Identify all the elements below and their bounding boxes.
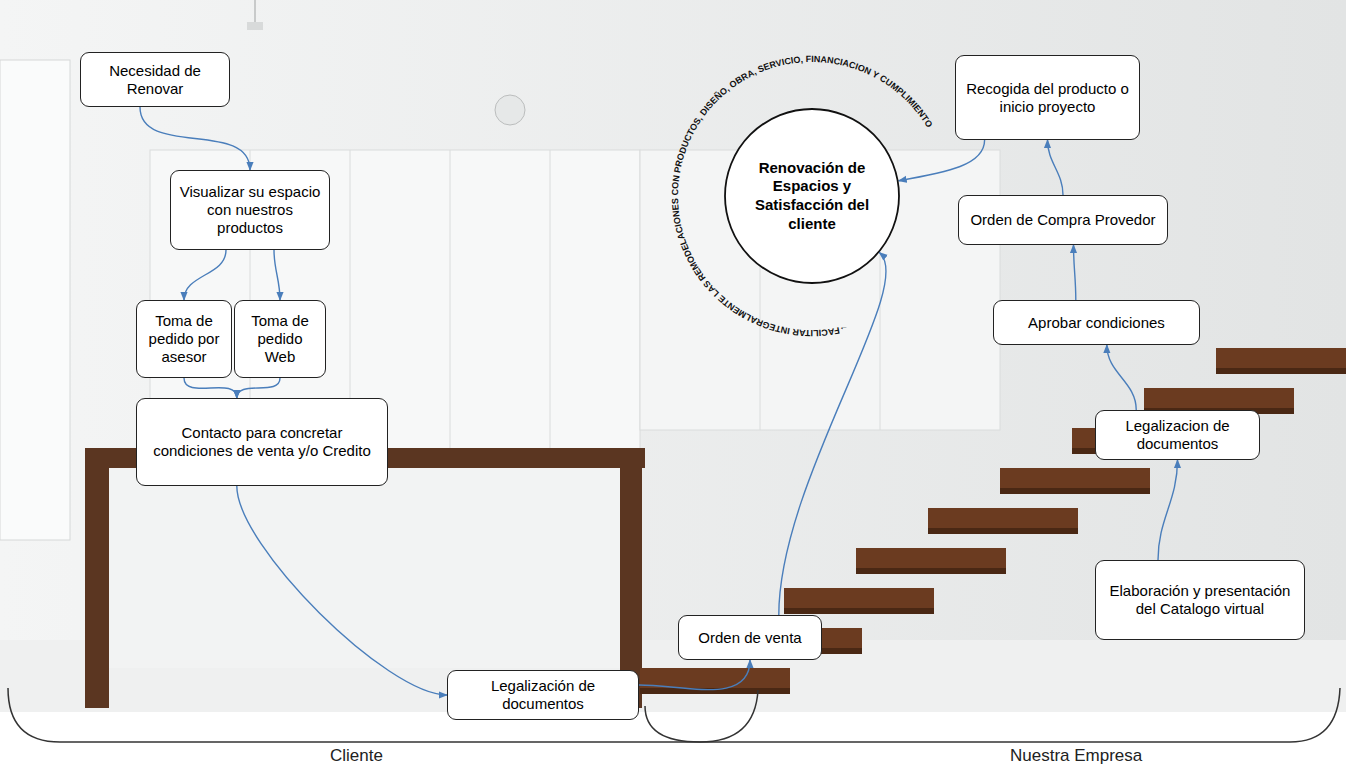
node-text: Toma de pedido Web	[243, 312, 317, 366]
node-text: Renovación de Espacios y Satisfacción de…	[753, 159, 871, 234]
flow-arrow	[140, 107, 250, 170]
node-text: Contacto para concretar condiciones de v…	[145, 424, 379, 460]
illustration-part	[928, 508, 1078, 528]
process-box: Orden de Compra Provedor	[958, 195, 1168, 245]
illustration-part	[784, 608, 934, 614]
cabinet-line	[550, 150, 551, 450]
illustration-part	[1144, 388, 1294, 408]
illustration-part	[640, 668, 790, 688]
node-text: Recogida del producto o inicio proyecto	[964, 80, 1131, 116]
mission-ring-text: →FACILITAR INTEGRALMENTE LAS REMODELACIO…	[670, 54, 934, 338]
cabinet-line	[450, 150, 451, 450]
flow-arrow	[237, 378, 280, 398]
process-box: Legalización de documentos	[447, 670, 639, 720]
node-text: Visualizar su espacio con nuestros produ…	[179, 183, 321, 237]
lamp	[247, 22, 263, 30]
group-label: Cliente	[330, 746, 383, 766]
process-box: Necesidad de Renovar	[80, 52, 230, 107]
node-text: Orden de Compra Provedor	[970, 211, 1155, 229]
node-text: Legalización de documentos	[456, 677, 630, 713]
illustration-part	[1216, 348, 1346, 368]
illustration-part	[928, 528, 1078, 534]
illustration-part: →FACILITAR INTEGRALMENTE LAS REMODELACIO…	[670, 54, 934, 338]
node-text: Necesidad de Renovar	[89, 62, 221, 98]
counter-body	[109, 468, 620, 668]
illustration-part	[856, 568, 1006, 574]
node-text: Toma de pedido por asesor	[145, 312, 223, 366]
process-box: Recogida del producto o inicio proyecto	[955, 55, 1140, 140]
group-bracket	[645, 690, 758, 742]
window	[0, 60, 70, 540]
cabinet	[640, 150, 1000, 430]
staircase	[640, 348, 1346, 694]
flow-arrow	[1158, 460, 1178, 560]
flow-arrow	[899, 140, 985, 181]
process-box: Aprobar condiciones	[993, 300, 1200, 345]
illustration-part	[1000, 468, 1150, 488]
flow-arrow	[1107, 345, 1136, 410]
group-bracket	[8, 688, 1340, 742]
node-text: Legalizacion de documentos	[1104, 417, 1251, 453]
process-box: Visualizar su espacio con nuestros produ…	[170, 170, 330, 250]
node-text: Elaboración y presentación del Catalogo …	[1104, 582, 1296, 618]
illustration-part	[1000, 488, 1150, 494]
flow-arrow	[779, 253, 886, 615]
flow-arrow	[639, 660, 750, 690]
process-box: Toma de pedido por asesor	[136, 300, 232, 378]
process-box: Elaboración y presentación del Catalogo …	[1095, 560, 1305, 640]
node-text: Aprobar condiciones	[1028, 314, 1165, 332]
process-box: Legalizacion de documentos	[1095, 410, 1260, 460]
flow-arrow	[274, 250, 280, 300]
flow-arrow	[1074, 245, 1076, 300]
lamp-cord	[254, 0, 256, 22]
flow-arrow	[1048, 140, 1064, 195]
illustration-part	[1216, 368, 1346, 374]
node-text: Orden de venta	[698, 629, 801, 647]
wall	[0, 0, 1346, 712]
illustration-part	[784, 588, 934, 608]
process-box: Contacto para concretar condiciones de v…	[136, 398, 388, 486]
process-box: Toma de pedido Web	[234, 300, 326, 378]
counter-leg	[85, 468, 109, 708]
speaker	[495, 95, 525, 125]
circle-shape	[725, 109, 899, 283]
flow-arrow	[184, 378, 237, 398]
flow-arrow	[237, 486, 447, 695]
illustration-part	[856, 548, 1006, 568]
process-box: Orden de venta	[678, 615, 822, 660]
flow-arrow	[184, 250, 226, 300]
group-label: Nuestra Empresa	[1010, 746, 1142, 766]
goal-circle: Renovación de Espacios y Satisfacción de…	[724, 108, 900, 284]
